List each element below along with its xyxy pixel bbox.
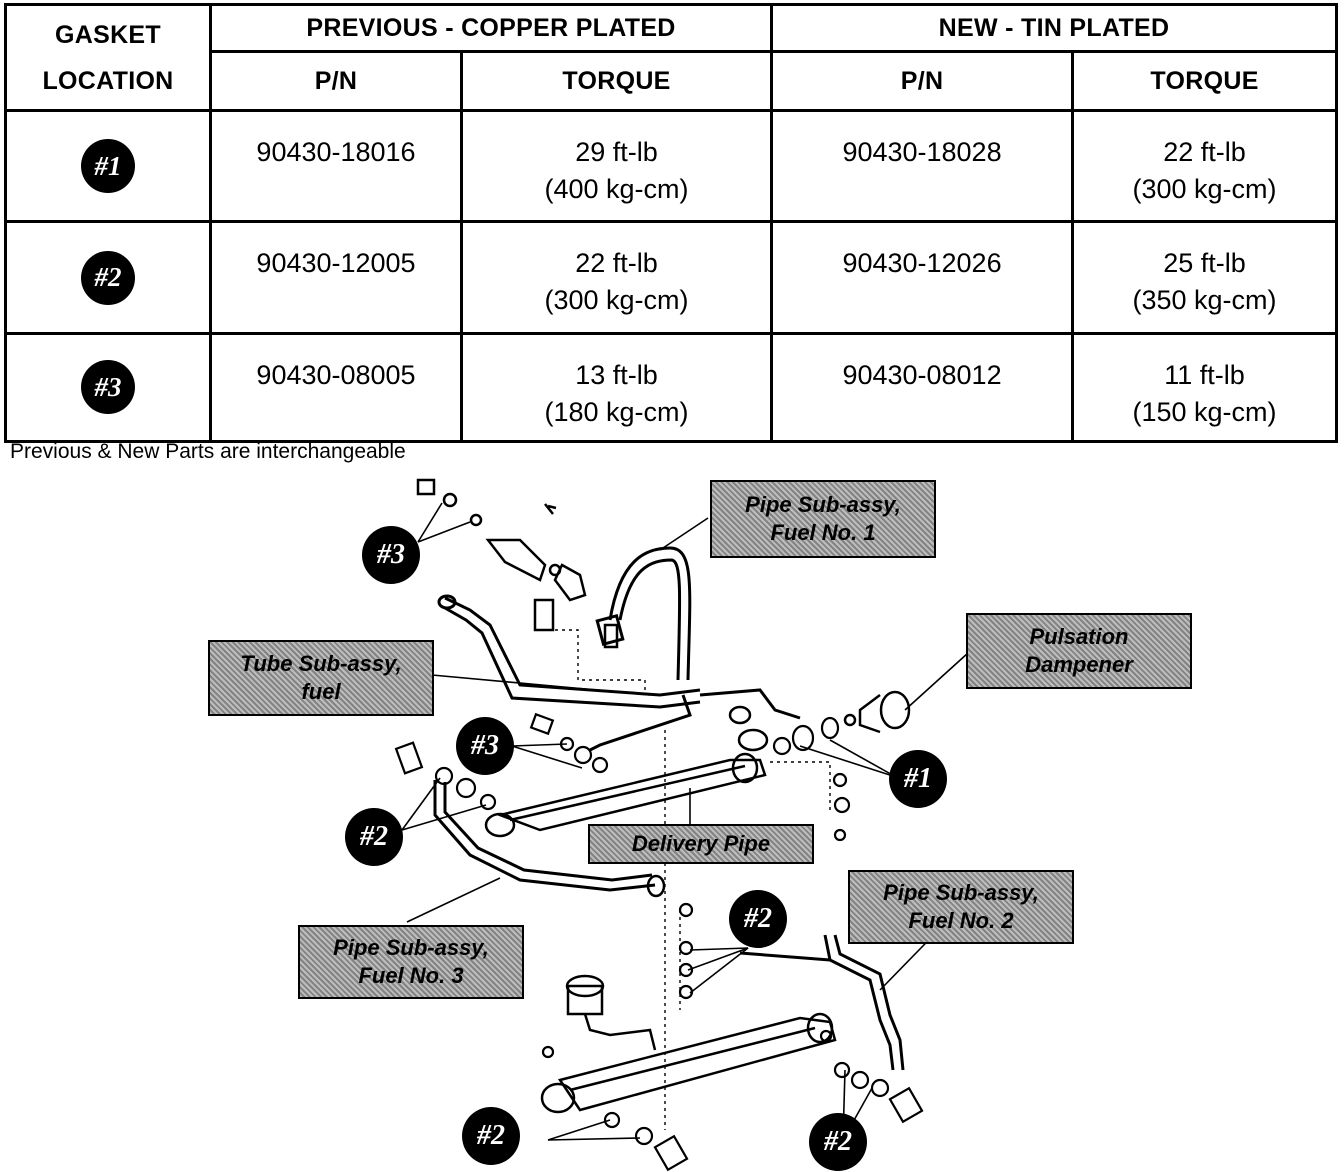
- previous-group-header: PREVIOUS - COPPER PLATED: [208, 2, 774, 54]
- prev-pn-cell: 90430-18016: [209, 109, 463, 224]
- callout-pipe-fuel-no2: Pipe Sub-assy, Fuel No. 2: [848, 870, 1074, 944]
- fasteners: [394, 712, 924, 1172]
- location-cell: #1: [4, 109, 212, 224]
- prev-torque-ft: 22 ft-lb: [575, 248, 658, 279]
- callout-pulsation-dampener: Pulsation Dampener: [966, 613, 1192, 689]
- table-row: #1 90430-18016 29 ft-lb (400 kg-cm) 9043…: [4, 109, 1339, 224]
- ref-marker: #2: [809, 1113, 867, 1171]
- callout-line: Dampener: [1025, 652, 1133, 677]
- prev-torque-header: TORQUE: [459, 50, 774, 113]
- location-cell: #2: [4, 220, 212, 335]
- gasket-location-header-line1: GASKET: [55, 20, 161, 49]
- callout-line: Tube Sub-assy,: [240, 651, 402, 676]
- new-group-header: NEW - TIN PLATED: [770, 2, 1339, 54]
- location-badge: #2: [81, 250, 135, 305]
- location-cell: #3: [4, 331, 212, 444]
- prev-pn-header: P/N: [209, 50, 463, 113]
- new-torque-ft: 11 ft-lb: [1164, 359, 1245, 390]
- new-torque-kg: (150 kg-cm): [1132, 396, 1277, 427]
- upper-delivery-pipe: [484, 705, 769, 838]
- callout-line: fuel: [301, 679, 341, 704]
- callout-pipe-fuel-no1: Pipe Sub-assy, Fuel No. 1: [710, 480, 936, 558]
- leader-lines: [401, 502, 969, 1141]
- gasket-spec-table: GASKET LOCATION PREVIOUS - COPPER PLATED…: [4, 2, 1339, 444]
- prev-pn-cell: 90430-12005: [209, 220, 463, 335]
- pipe-fuel-no2: [739, 934, 905, 1071]
- new-torque-cell: 11 ft-lb (150 kg-cm): [1071, 331, 1339, 444]
- new-torque-header: TORQUE: [1071, 50, 1339, 113]
- ref-marker: #3: [362, 526, 420, 584]
- prev-torque-kg: (400 kg-cm): [544, 174, 689, 205]
- lower-delivery-pipe: [540, 1012, 837, 1114]
- upper-left-parts: [416, 478, 619, 649]
- new-pn-cell: 90430-08012: [770, 331, 1075, 444]
- new-pn-cell: 90430-18028: [770, 109, 1075, 224]
- prev-torque-ft: 13 ft-lb: [575, 359, 658, 390]
- callout-pipe-fuel-no3: Pipe Sub-assy, Fuel No. 3: [298, 925, 524, 999]
- prev-torque-kg: (300 kg-cm): [544, 285, 689, 316]
- table-row: #3 90430-08005 13 ft-lb (180 kg-cm) 9043…: [4, 331, 1339, 444]
- table-row: #2 90430-12005 22 ft-lb (300 kg-cm) 9043…: [4, 220, 1339, 335]
- gasket-location-header: GASKET LOCATION: [4, 2, 212, 113]
- callout-line: Pipe Sub-assy,: [745, 492, 901, 517]
- new-torque-kg: (350 kg-cm): [1132, 285, 1277, 316]
- callout-line: Pulsation: [1029, 624, 1129, 649]
- pipe-fuel-no1: [595, 546, 692, 681]
- new-torque-cell: 22 ft-lb (300 kg-cm): [1071, 109, 1339, 224]
- gasket-location-header-line2: LOCATION: [42, 66, 174, 95]
- interchangeable-note: Previous & New Parts are interchangeable: [10, 440, 406, 463]
- location-badge: #3: [81, 360, 135, 415]
- new-torque-kg: (300 kg-cm): [1132, 174, 1277, 205]
- callout-line: Delivery Pipe: [631, 831, 771, 856]
- callout-line: Pipe Sub-assy,: [333, 935, 489, 960]
- prev-torque-kg: (180 kg-cm): [544, 396, 689, 427]
- prev-torque-cell: 22 ft-lb (300 kg-cm): [459, 220, 774, 335]
- new-torque-ft: 22 ft-lb: [1163, 137, 1246, 168]
- prev-torque-cell: 29 ft-lb (400 kg-cm): [459, 109, 774, 224]
- pressure-regulator: [565, 974, 657, 1051]
- ref-marker: #3: [456, 717, 514, 775]
- new-torque-ft: 25 ft-lb: [1163, 248, 1246, 279]
- fuel-line-right: [699, 688, 801, 720]
- fuel-system-diagram: Pipe Sub-assy, Fuel No. 1 Tube Sub-assy,…: [0, 470, 1344, 1172]
- callout-line: Pipe Sub-assy,: [883, 880, 1039, 905]
- tube-fuel: [437, 594, 701, 752]
- prev-torque-cell: 13 ft-lb (180 kg-cm): [459, 331, 774, 444]
- diagram-drawing: [394, 478, 969, 1172]
- pulsation-dampener-part: [843, 690, 911, 734]
- callout-delivery-pipe: Delivery Pipe: [588, 824, 814, 864]
- callout-line: Fuel No. 3: [358, 963, 464, 988]
- callout-tube-fuel: Tube Sub-assy, fuel: [208, 640, 434, 716]
- pipe-fuel-no3: [433, 780, 656, 892]
- location-badge: #1: [81, 139, 135, 194]
- prev-torque-ft: 29 ft-lb: [575, 137, 658, 168]
- ref-marker: #2: [345, 808, 403, 866]
- ref-marker: #1: [889, 750, 947, 808]
- new-torque-cell: 25 ft-lb (350 kg-cm): [1071, 220, 1339, 335]
- ref-marker: #2: [462, 1107, 520, 1165]
- callout-line: Fuel No. 2: [908, 908, 1014, 933]
- dotted-guides: [555, 629, 831, 1130]
- new-pn-header: P/N: [770, 50, 1075, 113]
- prev-pn-cell: 90430-08005: [209, 331, 463, 444]
- new-pn-cell: 90430-12026: [770, 220, 1075, 335]
- callout-line: Fuel No. 1: [770, 520, 876, 545]
- ref-marker: #2: [729, 890, 787, 948]
